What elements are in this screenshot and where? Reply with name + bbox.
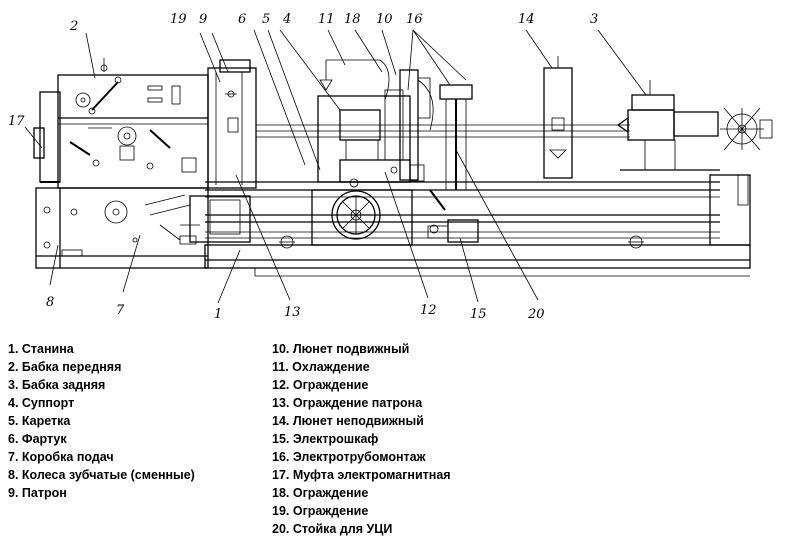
legend-left: 1. Станина 2. Бабка передняя 3. Бабка за…	[8, 340, 195, 502]
callout-11: 11	[318, 12, 335, 27]
legend-item: 3. Бабка задняя	[8, 378, 106, 392]
callout-6: 6	[238, 12, 246, 27]
legend-item: 17. Муфта электромагнитная	[272, 468, 451, 482]
leader-lines	[24, 29, 647, 304]
tool-support	[317, 59, 434, 188]
callout-2: 2	[69, 19, 78, 34]
legend-item: 16. Электротрубомонтаж	[272, 450, 426, 464]
callout-13: 13	[284, 305, 301, 320]
callout-14: 14	[518, 12, 535, 27]
callout-3: 3	[590, 12, 598, 27]
callout-1: 1	[214, 307, 222, 322]
legend-item: 4. Суппорт	[8, 396, 75, 410]
chuck	[189, 59, 257, 243]
legend-item: 20. Стойка для УЦИ	[272, 522, 393, 536]
callout-19: 19	[170, 12, 187, 27]
callout-labels: 1 2 3 4 5 6 7 8 9 10 11 12 13 14 15 16 1…	[8, 12, 598, 322]
tailstock	[616, 80, 773, 171]
legend-item: 14. Люнет неподвижный	[272, 414, 424, 428]
callout-9: 9	[199, 12, 207, 27]
legend-item: 15. Электрошкаф	[272, 432, 379, 446]
callout-7: 7	[116, 303, 125, 318]
lathe-bed	[204, 174, 751, 277]
legend-item: 18. Ограждение	[272, 486, 369, 500]
legend-item: 12. Ограждение	[272, 378, 369, 392]
callout-5: 5	[262, 12, 270, 27]
legend-item: 6. Фартук	[8, 432, 67, 446]
headstock	[33, 58, 209, 189]
legend-item: 7. Коробка подач	[8, 450, 114, 464]
lathe-drawing: 1 2 3 4 5 6 7 8 9 10 11 12 13 14 15 16 1…	[8, 12, 773, 322]
legend-item: 13. Ограждение патрона	[272, 396, 423, 410]
callout-12: 12	[420, 303, 437, 318]
callout-17: 17	[8, 114, 25, 129]
legend-right: 10. Люнет подвижный 11. Охлаждение 12. О…	[272, 340, 451, 538]
callout-8: 8	[46, 295, 54, 310]
gearbox-base	[35, 187, 209, 269]
callout-20: 20	[527, 307, 545, 322]
callout-18: 18	[344, 12, 361, 27]
callout-16: 16	[406, 12, 423, 27]
callout-15: 15	[470, 307, 487, 322]
legend-item: 1. Станина	[8, 342, 74, 356]
legend-item: 10. Люнет подвижный	[272, 342, 410, 356]
workpiece-axis	[256, 124, 630, 138]
steady-rest	[427, 56, 573, 243]
legend-item: 11. Охлаждение	[272, 360, 370, 374]
callout-4: 4	[282, 12, 291, 27]
legend-item: 19. Ограждение	[272, 504, 369, 518]
legend-item: 9. Патрон	[8, 486, 67, 500]
legend-item: 2. Бабка передняя	[8, 360, 122, 374]
carriage	[311, 189, 446, 246]
legend-item: 8. Колеса зубчатые (сменные)	[8, 468, 195, 482]
legend-item: 5. Каретка	[8, 414, 71, 428]
callout-10: 10	[376, 12, 393, 27]
